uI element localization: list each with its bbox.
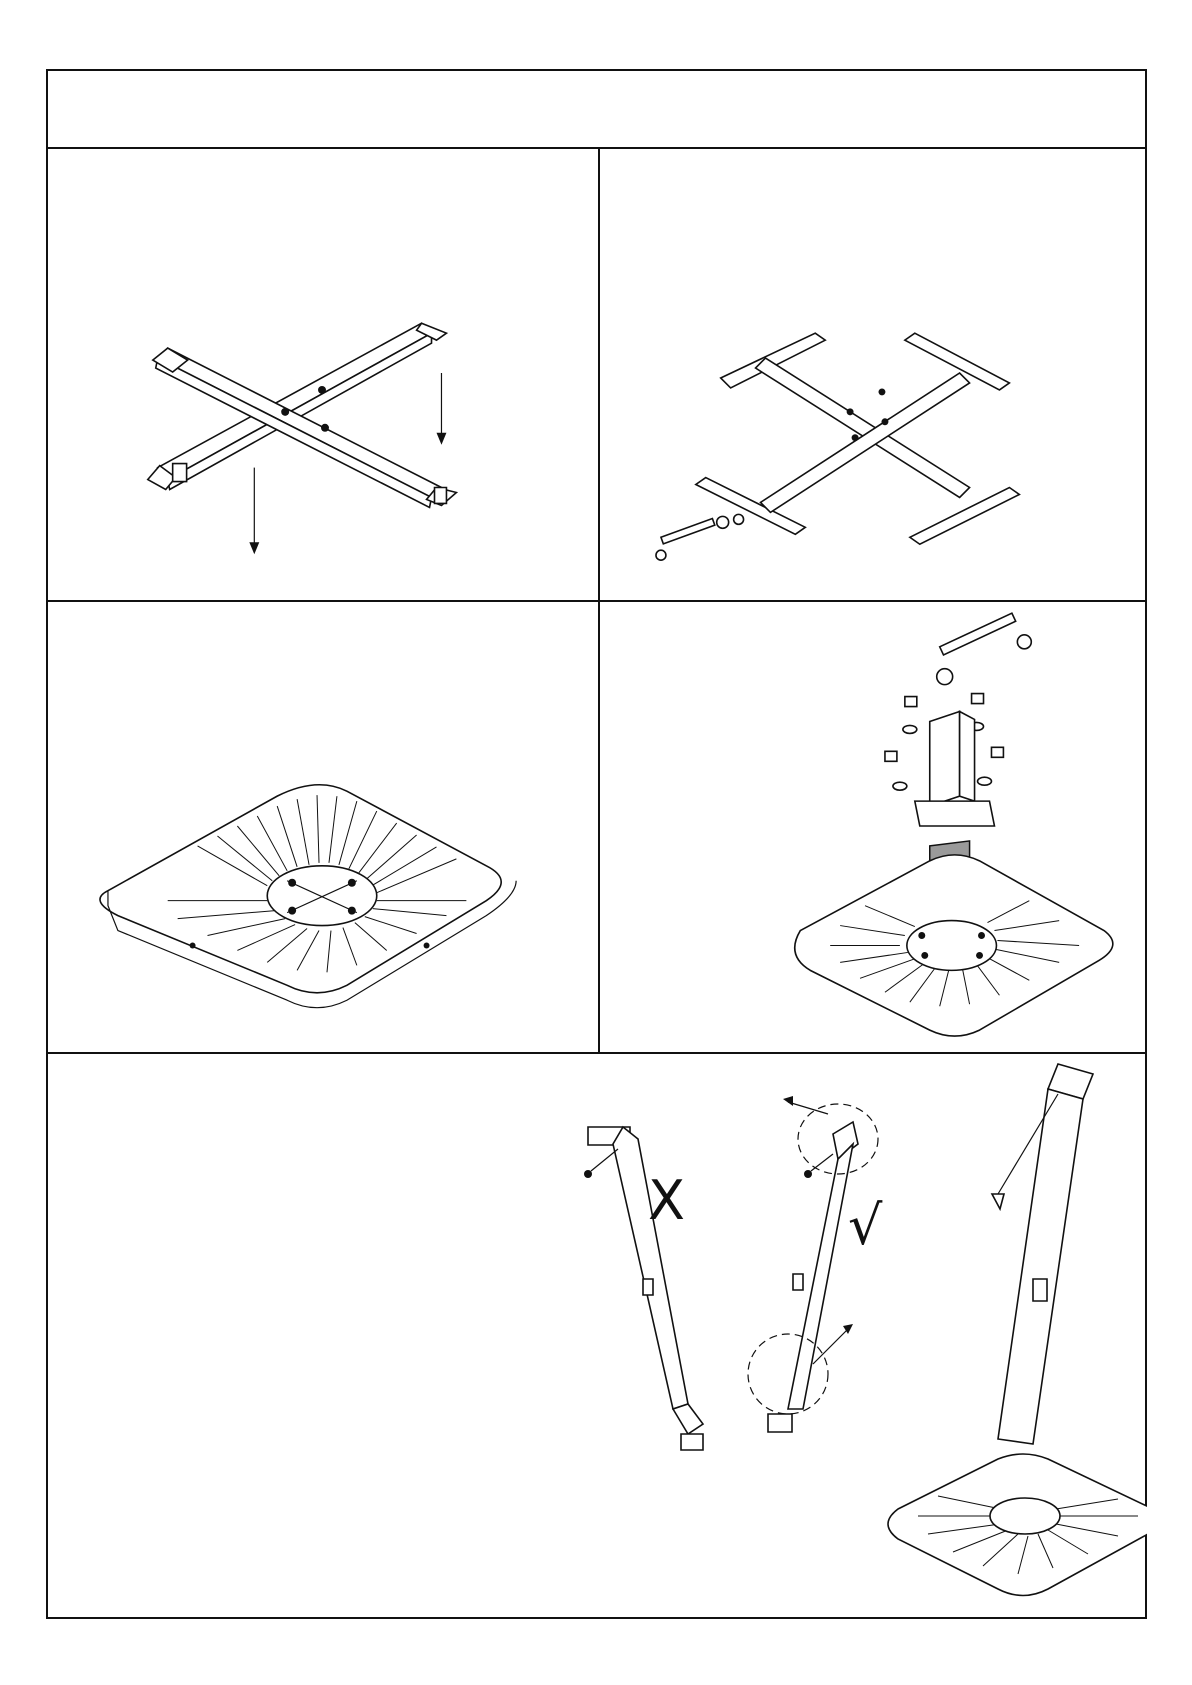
wrong-mark: X — [648, 1169, 685, 1232]
frame-rails-icon — [600, 149, 1147, 600]
assembled-pole-base-icon — [888, 1064, 1147, 1596]
correct-mark: √ — [848, 1194, 883, 1257]
pole-socket-icon — [600, 602, 1147, 1052]
correct-orientation-pole-icon — [748, 1096, 878, 1432]
step-5-panel: X √ — [48, 1054, 1147, 1617]
instruction-sheet-frame: X √ — [46, 69, 1147, 1619]
header-band — [48, 71, 1145, 149]
step-1-panel — [48, 149, 600, 602]
step-3-panel — [48, 602, 600, 1054]
pole-orientation-icon: X √ — [48, 1054, 1147, 1617]
cross-frame-icon — [48, 149, 598, 600]
slatted-base-icon — [48, 602, 598, 1052]
step-2-panel — [600, 149, 1147, 602]
wrong-orientation-pole-icon — [584, 1127, 703, 1450]
step-4-panel — [600, 602, 1147, 1054]
